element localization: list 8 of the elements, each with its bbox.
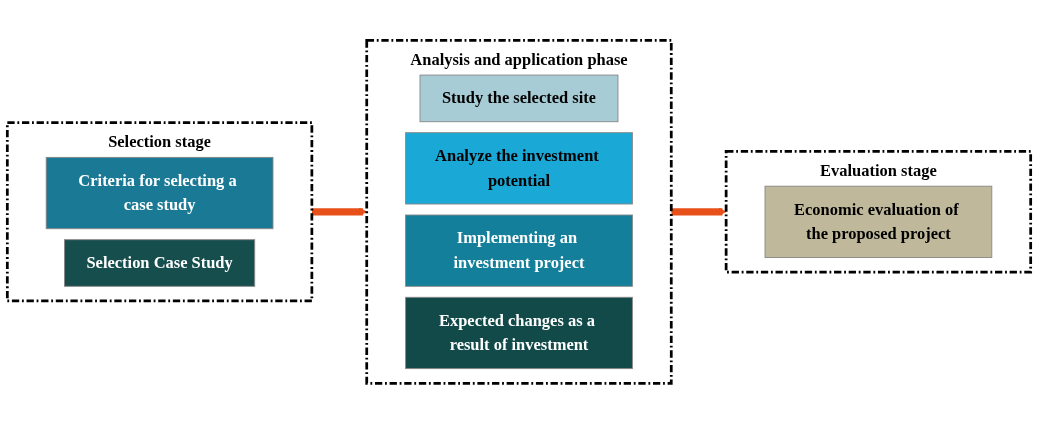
node-box: Economic evaluation of the proposed project [764,185,993,258]
node-box: Analyze the investment potential [405,131,633,205]
node-box: Study the selected site [419,74,619,122]
node-box: Criteria for selecting a case study [45,156,274,229]
node-box: Selection Case Study [64,238,256,287]
node-box: Expected changes as a result of investment [405,296,633,369]
arrow [671,207,727,216]
node-box: Implementing an investment project [405,214,633,287]
